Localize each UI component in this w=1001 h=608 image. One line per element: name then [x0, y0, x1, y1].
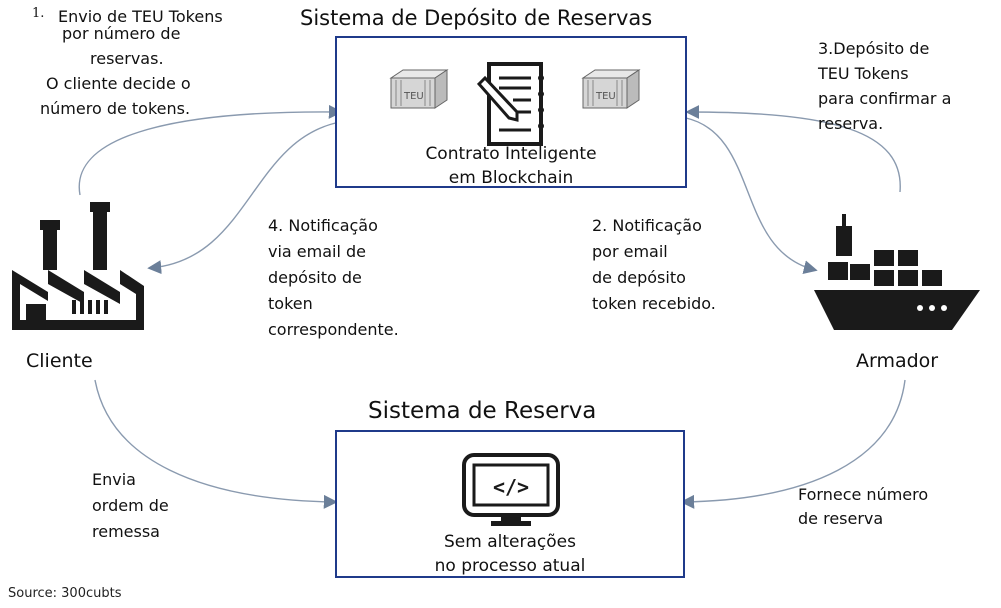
step4-line: correspondente.	[268, 320, 399, 339]
step4-text: 4. Notificação via email de depósito de …	[268, 213, 399, 343]
step3-line: TEU Tokens	[818, 64, 909, 83]
step2-line: token recebido.	[592, 294, 716, 313]
step2-text: 2. Notificação por email de depósito tok…	[592, 213, 716, 317]
step3-line: para confirmar a	[818, 89, 952, 108]
reservation-caption: Sem alterações no processo atual	[337, 530, 683, 578]
step4-line: via email de	[268, 242, 367, 261]
reservation-caption-line1: Sem alterações	[444, 532, 576, 552]
send-order-note: Envia ordem de remessa	[92, 467, 169, 545]
step4-line: depósito de	[268, 268, 362, 287]
step3-text: 3.Depósito de TEU Tokens para confirmar …	[818, 36, 951, 136]
step1-line: reservas.	[90, 49, 164, 68]
step3-line: 3.Depósito de	[818, 39, 930, 58]
arrow-client-to-reservation	[94, 379, 338, 509]
step1-line: número de tokens.	[40, 99, 191, 118]
shipping-container-icon-left: TEU	[389, 69, 449, 109]
source-note: Source: 300cubts	[8, 586, 122, 601]
contract-document-icon	[476, 62, 544, 146]
arrow-deposit-to-client	[147, 121, 341, 275]
step1-line: por número de	[62, 24, 181, 43]
shipowner-label: Armador	[856, 350, 939, 372]
provide-number-line: Fornece número	[798, 485, 929, 504]
step1-line: O cliente decide o	[46, 74, 191, 93]
reservation-caption-line2: no processo atual	[434, 556, 586, 576]
svg-text:TEU: TEU	[595, 91, 616, 102]
factory-icon	[12, 202, 144, 330]
step1-line: Envio de TEU Tokens	[58, 7, 223, 26]
send-order-line: Envia	[92, 470, 136, 489]
reservation-system-title: Sistema de Reserva	[368, 398, 597, 424]
send-order-line: ordem de	[92, 496, 169, 515]
arrow-client-to-deposit	[78, 104, 343, 196]
step1-text: Envio de TEU Tokens por número de reserv…	[40, 4, 223, 121]
step3-line: reserva.	[818, 114, 884, 133]
deposit-caption-line1: Contrato Inteligente	[425, 144, 597, 164]
ship-icon	[814, 214, 980, 330]
send-order-line: remessa	[92, 522, 160, 541]
provide-number-line: de reserva	[798, 509, 884, 528]
provide-number-note: Fornece número de reserva	[798, 483, 928, 531]
deposit-system-box: TEU TEU Contrato Inteligente em Blockcha…	[335, 36, 687, 188]
step2-line: por email	[592, 242, 668, 261]
code-monitor-icon: </>	[462, 453, 560, 526]
step4-line: 4. Notificação	[268, 216, 378, 235]
step4-line: token	[268, 294, 313, 313]
svg-text:TEU: TEU	[403, 91, 424, 102]
arrow-shipowner-to-reservation	[680, 379, 906, 509]
client-label: Cliente	[26, 350, 93, 372]
step1-number: 1.	[32, 6, 45, 21]
step2-line: de depósito	[592, 268, 686, 287]
reservation-system-box: </> Sem alterações no processo atual	[335, 430, 685, 578]
arrow-deposit-to-shipowner	[685, 117, 818, 275]
arrow-shipowner-to-deposit	[685, 105, 901, 193]
step2-line: 2. Notificação	[592, 216, 702, 235]
deposit-caption: Contrato Inteligente em Blockchain	[337, 142, 685, 190]
shipping-container-icon-right: TEU	[581, 69, 641, 109]
deposit-caption-line2: em Blockchain	[448, 168, 574, 188]
svg-text:</>: </>	[493, 475, 529, 499]
deposit-system-title: Sistema de Depósito de Reservas	[300, 6, 653, 30]
